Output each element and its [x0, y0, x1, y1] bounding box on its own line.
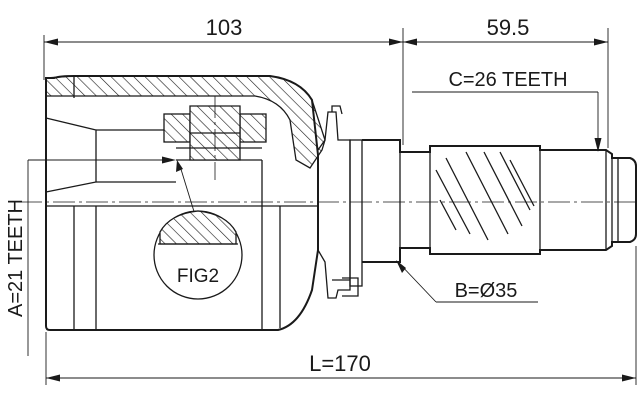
label-shaft-diameter: B=Ø35 [396, 260, 538, 303]
detail-callout-label: FIG2 [177, 266, 219, 287]
detail-callout: FIG2 [153, 160, 243, 300]
dimension-left-length-label: 103 [206, 15, 243, 40]
dimension-right-length-label: 59.5 [487, 15, 530, 40]
shaft-diameter-label: B=Ø35 [455, 280, 518, 302]
dimension-right-length: 59.5 [403, 15, 609, 148]
boot-flange [317, 105, 363, 299]
tripod-detail [163, 96, 267, 180]
shaft-spline-teeth [435, 151, 535, 241]
inner-spline-teeth-label: A=21 TEETH [5, 199, 27, 317]
dimension-left-length: 103 [43, 15, 404, 145]
label-outer-spline: C=26 TEETH [412, 69, 602, 152]
joint-housing [45, 75, 326, 331]
output-shaft [362, 139, 637, 263]
dimension-total-length: L=170 [45, 246, 637, 385]
outer-spline-teeth-label: C=26 TEETH [448, 69, 567, 91]
dimension-total-length-label: L=170 [309, 351, 371, 376]
label-inner-spline: A=21 TEETH [5, 156, 176, 356]
